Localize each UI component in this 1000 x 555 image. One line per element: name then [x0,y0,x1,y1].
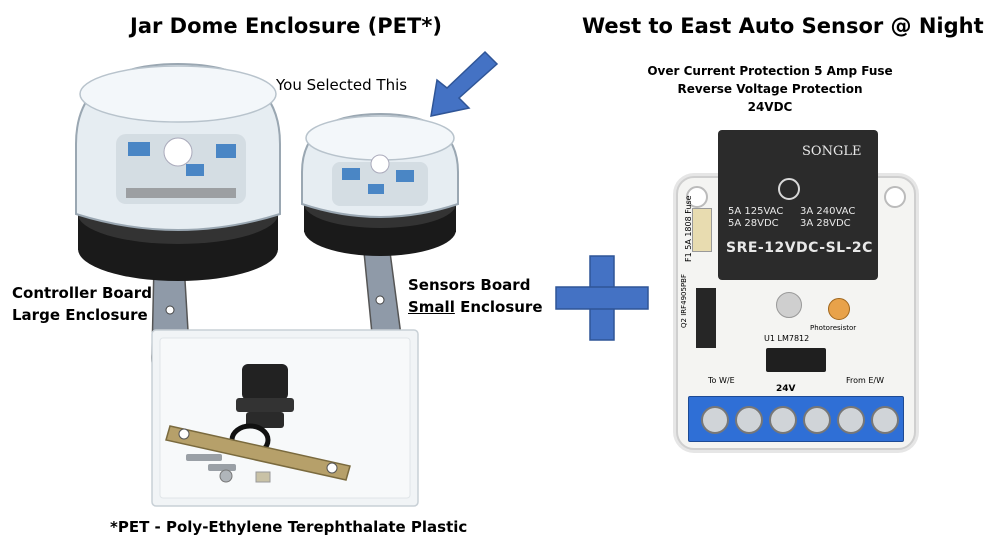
spec-line-1: Over Current Protection 5 Amp Fuse [647,64,893,78]
from-ew-label: From E/W [846,376,885,385]
sensor-circuit-board: SONGLE 5A 125VAC 5A 28VDC 3A 240VAC 3A 2… [676,130,916,450]
regulator-component [766,348,826,372]
terminal-screw-icon [735,406,763,434]
sensor-hole-icon [776,292,802,318]
fuse-component [692,208,712,252]
large-jar-enclosure [75,62,281,383]
spec-line-2: Reverse Voltage Protection [677,82,863,96]
relay-rating-left-2: 5A 28VDC [728,218,779,229]
terminal-screw-icon [769,406,797,434]
right-title: West to East Auto Sensor @ Night [582,14,984,38]
hardware-bag [151,329,419,507]
footnote: *PET - Poly-Ethylene Terephthalate Plast… [110,518,468,536]
to-we-label: To W/E [708,376,735,385]
controller-label-line2: Large Enclosure [12,306,148,324]
photoresistor-label: Photoresistor [810,324,857,332]
mount-hole-icon [884,186,906,208]
terminal-screw-icon [803,406,831,434]
relay-led-icon [778,178,800,200]
sensors-label-line1: Sensors Board [408,276,531,294]
terminal-screw-icon [837,406,865,434]
selected-note: You Selected This [276,76,408,94]
spec-line-3: 24VDC [747,100,793,114]
relay-rating-left-1: 5A 125VAC [728,206,784,217]
relay-rating-right-2: 3A 28VDC [800,218,851,229]
sensors-label-rest: Enclosure [454,298,543,316]
arrow-down-left-icon [430,50,499,117]
voltage-label: 24V [776,384,796,394]
relay-rating-left: 5A 125VAC 5A 28VDC [728,206,783,230]
spec-list: Over Current Protection 5 Amp Fuse Rever… [640,62,900,116]
relay-model: SRE-12VDC-SL-2C [726,240,873,256]
controller-label-line1: Controller Board [12,284,152,302]
fuse-label: F1 5A 1808 Fuse [684,195,693,262]
sensors-label-line2: Small Enclosure [408,296,543,318]
mount-hole-icon [686,186,708,208]
regulator-label: U1 LM7812 [764,334,810,343]
left-title: Jar Dome Enclosure (PET*) [130,14,442,38]
relay-rating-right: 3A 240VAC 3A 28VDC [800,206,855,230]
relay: SONGLE 5A 125VAC 5A 28VDC 3A 240VAC 3A 2… [718,130,878,280]
controller-label: Controller Board Large Enclosure [12,282,152,326]
terminal-block [688,396,904,442]
mosfet-label: Q2 IRF4905PBF [680,273,688,328]
photoresistor-component [828,298,850,320]
mosfet-component [696,288,716,348]
relay-brand: SONGLE [802,144,862,159]
relay-rating-right-1: 3A 240VAC [800,206,856,217]
plus-icon [555,255,649,341]
sensors-label-small: Small [408,298,455,316]
sensors-label: Sensors Board Small Enclosure [408,274,543,318]
terminal-screw-icon [701,406,729,434]
terminal-screw-icon [871,406,899,434]
